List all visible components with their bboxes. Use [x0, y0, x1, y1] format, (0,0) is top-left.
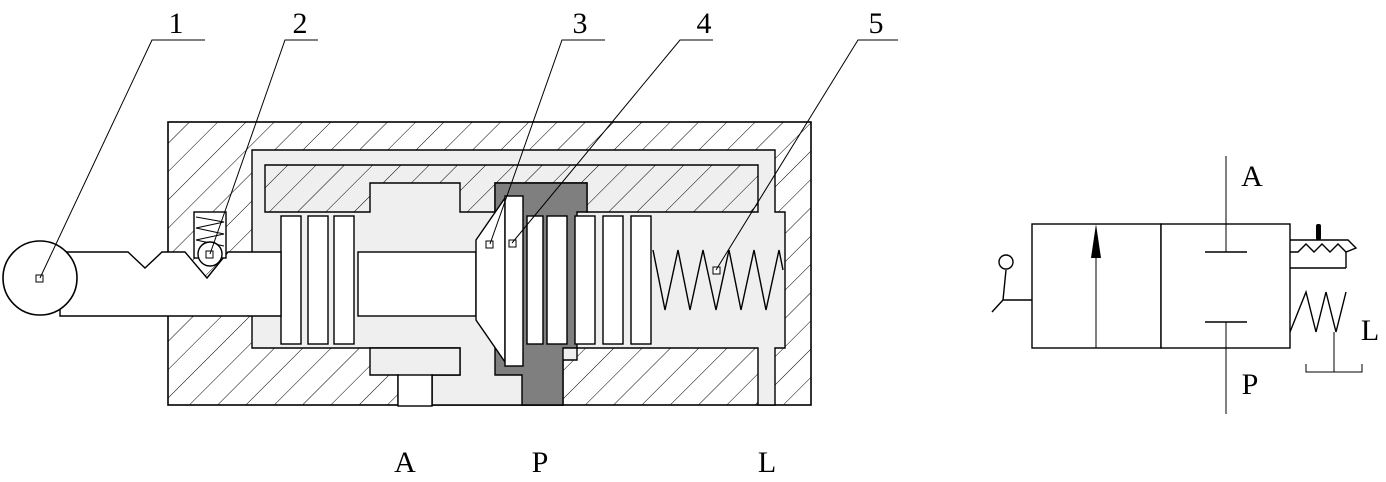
spool-land [602, 215, 624, 345]
valve-section-view: 1 2 3 4 5 A P L [2, 7, 898, 479]
symbol-port-a: A [1241, 160, 1263, 193]
roller-icon [998, 254, 1014, 270]
leader-line-3 [489, 39, 605, 245]
spool-land [307, 215, 329, 345]
detent-spring [195, 216, 225, 247]
section-port-p: P [532, 446, 549, 479]
port-a-opening [397, 374, 433, 407]
section-port-a: A [394, 446, 416, 479]
callout-3: 3 [573, 7, 588, 40]
section-port-l: L [758, 446, 776, 479]
callout-4: 4 [697, 7, 712, 40]
detent-housing [1290, 239, 1358, 253]
leader-line-1 [39, 39, 205, 279]
callout-2: 2 [293, 7, 308, 40]
roller-lever-actuator [991, 299, 1032, 313]
spool-land [574, 215, 596, 345]
spool-land [280, 215, 302, 345]
callout-1: 1 [169, 7, 184, 40]
leader-line-5 [715, 39, 898, 271]
spool-land [333, 215, 355, 345]
marker-5 [712, 266, 721, 275]
flow-arrow-icon [1091, 224, 1101, 258]
symbol-port-p: P [1242, 368, 1259, 401]
marker-4 [508, 239, 517, 248]
spool-land [546, 215, 568, 345]
spool-land [526, 215, 544, 345]
poppet-disc [504, 195, 524, 367]
symbol-spring [1289, 289, 1347, 333]
spool-shaft [357, 251, 477, 317]
marker-2 [205, 250, 214, 259]
valve-symbol: A P L [991, 156, 1379, 414]
callout-5: 5 [869, 7, 884, 40]
detent-pin-icon [1316, 224, 1321, 240]
marker-1 [35, 274, 44, 283]
return-spring [652, 249, 784, 311]
marker-3 [485, 240, 494, 249]
actuator-rod [59, 251, 282, 317]
roller-lever-arm [1002, 269, 1007, 301]
symbol-port-l: L [1361, 314, 1379, 347]
leader-line-4 [511, 39, 713, 244]
spool-land [630, 215, 652, 345]
leader-line-2 [209, 39, 318, 255]
